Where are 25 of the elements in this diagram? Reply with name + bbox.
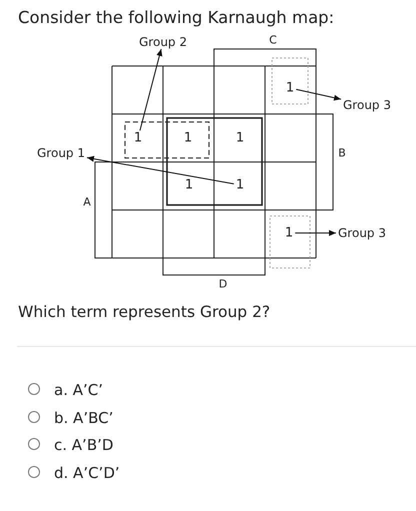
variable-label: D — [218, 278, 228, 290]
option-label: d. A’C’D’ — [54, 464, 120, 482]
leader-arrow — [86, 156, 234, 184]
map-value: 1 — [132, 132, 144, 144]
map-value: 1 — [284, 82, 296, 94]
map-value: 1 — [284, 226, 294, 240]
title: Consider the following Karnaugh map: — [18, 8, 334, 27]
group-label: Group 2 — [138, 36, 188, 48]
map-value: 1 — [184, 132, 192, 144]
variable-label: C — [269, 34, 277, 46]
map-value: 1 — [234, 178, 246, 192]
group-label: Group 1 — [36, 147, 86, 159]
question-text: Which term represents Group 2? — [18, 303, 270, 321]
group-label: Group 3 — [342, 99, 392, 111]
group-label: Group 3 — [337, 227, 387, 239]
leader-arrow — [296, 88, 342, 101]
variable-label: B — [338, 148, 346, 158]
option-label: c. A’B’D — [54, 436, 114, 454]
leader-arrow — [294, 230, 336, 236]
map-value: 1 — [236, 132, 244, 144]
option-label: a. A’C’ — [54, 381, 103, 399]
leader-arrow — [139, 48, 162, 131]
map-value: 1 — [184, 178, 194, 192]
variable-label: A — [83, 196, 91, 208]
option-label: b. A’BC’ — [54, 408, 114, 426]
